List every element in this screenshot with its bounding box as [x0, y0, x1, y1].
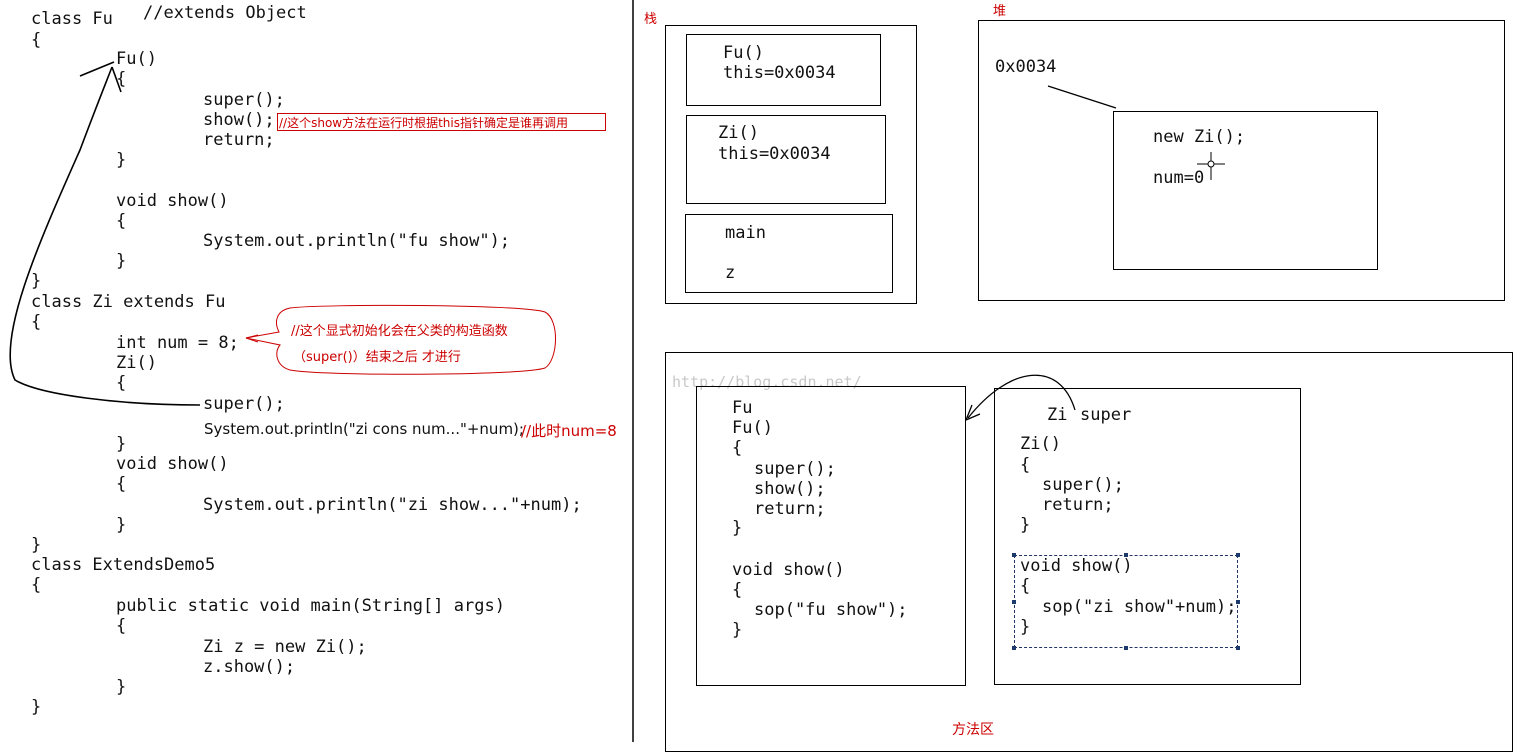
- super-call-arrowhead-1: [79, 61, 115, 77]
- zi-class-line: {: [1020, 455, 1031, 475]
- code-line: class Fu: [31, 9, 113, 29]
- code-line: void show(): [116, 454, 229, 474]
- stack-frame-main: [685, 214, 893, 293]
- code-line: class Zi extends Fu: [31, 292, 226, 312]
- zi-class-title: Zi: [1047, 405, 1068, 425]
- code-line: System.out.println("zi cons num..."+num)…: [204, 420, 524, 438]
- code-line: int num = 8;: [116, 333, 239, 353]
- code-line: {: [31, 30, 42, 50]
- code-comment-num: //此时num=8: [521, 422, 617, 440]
- code-line: }: [31, 271, 42, 291]
- code-line: }: [116, 515, 127, 535]
- super-pointer-arrow: [967, 374, 1076, 419]
- zi-class-line: void show(): [1020, 556, 1133, 576]
- fu-class-line: {: [732, 580, 743, 600]
- super-pointer-arrowhead: [965, 404, 981, 421]
- fu-class-line: sop("fu show");: [754, 600, 908, 620]
- stack-frame-fu-this: this=0x0034: [723, 63, 836, 83]
- code-line: public static void main(String[] args): [116, 596, 505, 616]
- code-line: }: [116, 434, 127, 454]
- code-line: System.out.println("fu show");: [203, 231, 511, 251]
- zi-class-line: }: [1020, 617, 1031, 637]
- code-line: {: [116, 616, 127, 636]
- heap-object-line2: num=0: [1153, 168, 1205, 188]
- show-note: //这个show方法在运行时根据this指针确定是谁再调用: [279, 116, 568, 130]
- selection-handles: [1012, 553, 1240, 650]
- code-line: Fu(): [116, 49, 157, 69]
- fu-class-line: Fu(): [732, 418, 773, 438]
- heap-label: 堆: [993, 4, 1007, 19]
- code-line: super();: [203, 394, 285, 414]
- zi-class-line: super();: [1042, 475, 1124, 495]
- zi-class-line: sop("zi show"+num);: [1042, 597, 1237, 617]
- code-line: Zi z = new Zi();: [203, 637, 367, 657]
- stack-frame-fu: [686, 34, 881, 106]
- fu-class-line: void show(): [732, 560, 845, 580]
- zi-class-super: super: [1080, 405, 1132, 425]
- init-note-bubble: [245, 304, 556, 375]
- code-comment: //extends Object: [143, 3, 307, 23]
- show-note-box: [277, 113, 606, 131]
- crosshair-cursor-icon: [1197, 152, 1225, 180]
- heap-object-line1: new Zi();: [1153, 127, 1246, 147]
- code-line: {: [31, 575, 42, 595]
- fu-class-line: show();: [754, 479, 826, 499]
- stack-frame-main-var: z: [725, 263, 736, 283]
- code-line: void show(): [116, 191, 229, 211]
- method-area-label: 方法区: [952, 722, 994, 738]
- fu-class-line: super();: [754, 459, 836, 479]
- fu-class-line: }: [732, 620, 743, 640]
- zi-class-line: return;: [1042, 495, 1114, 515]
- code-line: z.show();: [203, 657, 296, 677]
- heap-region: [978, 20, 1505, 301]
- fu-class-line: return;: [754, 499, 826, 519]
- init-note-line2: （super()）结束之后 才进行: [293, 350, 461, 365]
- heap-address: 0x0034: [995, 57, 1057, 77]
- super-call-arrowhead-2: [111, 66, 122, 93]
- code-line: {: [116, 474, 127, 494]
- code-line: }: [116, 150, 127, 170]
- code-line: {: [116, 373, 127, 393]
- stack-frame-zi-this: this=0x0034: [718, 144, 831, 164]
- stack-frame-main-name: main: [725, 223, 766, 243]
- code-line: super();: [203, 90, 285, 110]
- code-line: }: [31, 535, 42, 555]
- code-line: System.out.println("zi show..."+num);: [203, 495, 582, 515]
- code-line: }: [116, 251, 127, 271]
- method-area-fu-class: [696, 386, 966, 686]
- zi-class-line: {: [1020, 576, 1031, 596]
- stack-frame-zi: [686, 115, 886, 204]
- code-line: class ExtendsDemo5: [31, 555, 216, 575]
- fu-class-line: }: [732, 518, 743, 538]
- stack-label: 栈: [644, 12, 658, 27]
- zi-class-line: Zi(): [1020, 434, 1061, 454]
- code-line: }: [116, 677, 127, 697]
- heap-object-zi: [1113, 111, 1378, 270]
- init-note-arrowhead: [245, 334, 259, 343]
- stack-frame-fu-name: Fu(): [723, 43, 764, 63]
- code-line: {: [116, 211, 127, 231]
- init-note-line1: //这个显式初始化会在父类的构造函数: [291, 324, 508, 339]
- super-call-arrow: [9, 66, 201, 406]
- fu-class-line: {: [732, 438, 743, 458]
- code-line: }: [31, 697, 42, 717]
- fu-class-line: Fu: [732, 398, 753, 418]
- stack-region: [665, 25, 917, 304]
- code-line: show();: [203, 110, 275, 130]
- code-line: {: [116, 69, 127, 89]
- method-area-zi-class: [994, 388, 1301, 685]
- zi-class-line: }: [1020, 515, 1031, 535]
- code-line: return;: [203, 130, 275, 150]
- code-line: Zi(): [116, 353, 157, 373]
- stack-frame-zi-name: Zi(): [718, 123, 759, 143]
- code-line: {: [31, 312, 42, 332]
- heap-pointer-line: [1047, 85, 1117, 109]
